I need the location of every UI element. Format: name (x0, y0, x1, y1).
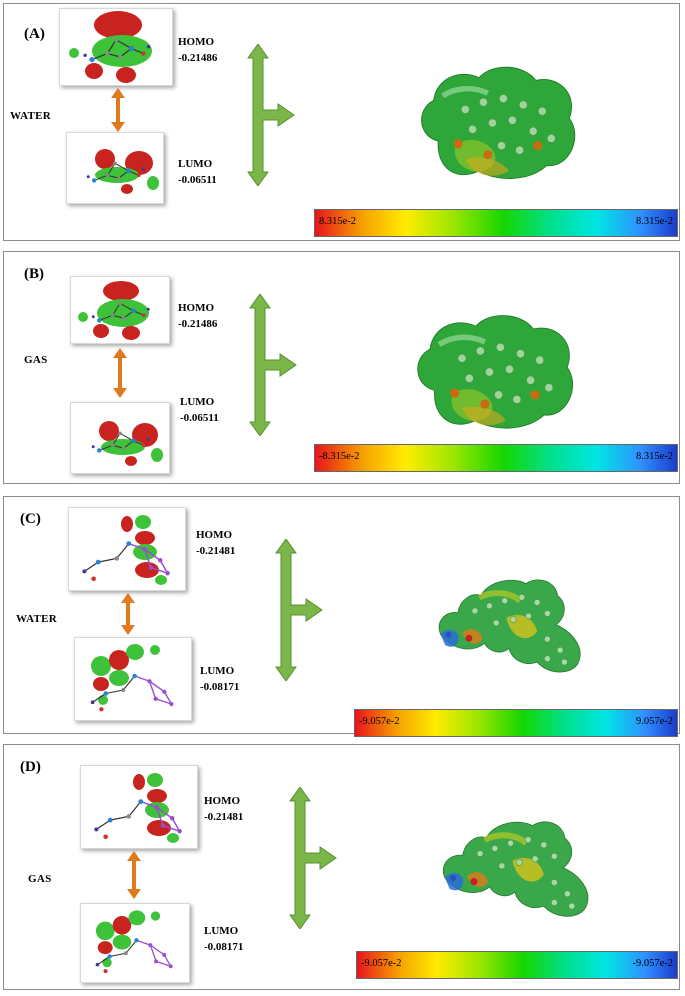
esp-map-image (402, 54, 592, 192)
colorbar-min: -9.057e-2 (361, 958, 402, 969)
lumo-energy: LUMO -0.08171 (204, 923, 243, 955)
lumo-energy: LUMO -0.06511 (178, 156, 217, 188)
medium-label: GAS (28, 873, 52, 885)
homo-orbital-image (80, 765, 198, 849)
lumo-label: LUMO (178, 158, 213, 170)
colorbar-min: -9.057e-2 (359, 716, 400, 727)
lumo-label: LUMO (180, 396, 215, 408)
colorbar-max: 9.057e-2 (635, 716, 673, 727)
esp-map-image (428, 557, 590, 687)
panel-c: (C) WATER HOMO -0.21481 LU (3, 496, 680, 737)
homo-label: HOMO (178, 302, 215, 314)
lumo-value: -0.08171 (200, 681, 240, 693)
medium-label: GAS (24, 354, 48, 366)
homo-energy: HOMO -0.21486 (178, 34, 217, 66)
colorbar: -8.315e-2 8.315e-2 (314, 444, 678, 472)
medium-label: WATER (16, 613, 58, 625)
colorbar-max: 8.315e-2 (635, 216, 673, 227)
colorbar-min: -8.315e-2 (319, 451, 360, 462)
colorbar-max: -9.057e-2 (632, 958, 673, 969)
medium-label: WATER (10, 110, 52, 122)
panel-b: (B) GAS HOMO -0.21486 LUMO -0.06511 (3, 251, 680, 484)
homo-label: HOMO (178, 36, 215, 48)
homo-value: -0.21486 (178, 318, 218, 330)
homo-value: -0.21481 (196, 545, 236, 557)
colorbar-max: 8.315e-2 (635, 451, 673, 462)
lumo-orbital-image (80, 903, 190, 983)
branch-arrow-icon (276, 787, 338, 929)
lumo-orbital-image (66, 132, 164, 204)
esp-map-image (432, 795, 598, 935)
colorbar: -9.057e-2 -9.057e-2 (356, 951, 678, 979)
lumo-label: LUMO (204, 925, 239, 937)
colorbar: 8.315e-2 8.315e-2 (314, 209, 678, 237)
homo-energy: HOMO -0.21481 (204, 793, 243, 825)
homo-energy: HOMO -0.21486 (178, 300, 217, 332)
panel-label: (A) (24, 26, 45, 42)
lumo-value: -0.06511 (180, 412, 219, 424)
panel-label: (C) (20, 511, 41, 527)
lumo-label: LUMO (200, 665, 235, 677)
lumo-energy: LUMO -0.08171 (200, 663, 239, 695)
orbital-connector-arrow (110, 88, 126, 132)
homo-orbital-image (68, 507, 186, 591)
panel-label: (B) (24, 266, 44, 282)
branch-arrow-icon (236, 294, 298, 436)
panel-label: (D) (20, 759, 41, 775)
lumo-orbital-image (74, 637, 192, 721)
branch-arrow-icon (234, 44, 296, 186)
orbital-connector-arrow (126, 851, 142, 899)
homo-label: HOMO (204, 795, 241, 807)
homo-energy: HOMO -0.21481 (196, 527, 235, 559)
esp-map-image (398, 302, 590, 442)
homo-value: -0.21486 (178, 52, 218, 64)
branch-arrow-icon (262, 539, 324, 681)
homo-orbital-image (59, 8, 173, 86)
lumo-orbital-image (70, 402, 170, 474)
orbital-connector-arrow (112, 348, 128, 398)
lumo-value: -0.06511 (178, 174, 217, 186)
panel-d: (D) GAS HOMO -0.21481 LUMO (3, 744, 680, 990)
orbital-connector-arrow (120, 593, 136, 635)
panel-a: (A) WATER HOMO -0.21486 LUMO -0.06511 (3, 3, 680, 241)
homo-label: HOMO (196, 529, 233, 541)
colorbar: -9.057e-2 9.057e-2 (354, 709, 678, 737)
homo-orbital-image (70, 276, 170, 344)
homo-value: -0.21481 (204, 811, 244, 823)
lumo-energy: LUMO -0.06511 (180, 394, 219, 426)
lumo-value: -0.08171 (204, 941, 244, 953)
colorbar-min: 8.315e-2 (319, 216, 357, 227)
